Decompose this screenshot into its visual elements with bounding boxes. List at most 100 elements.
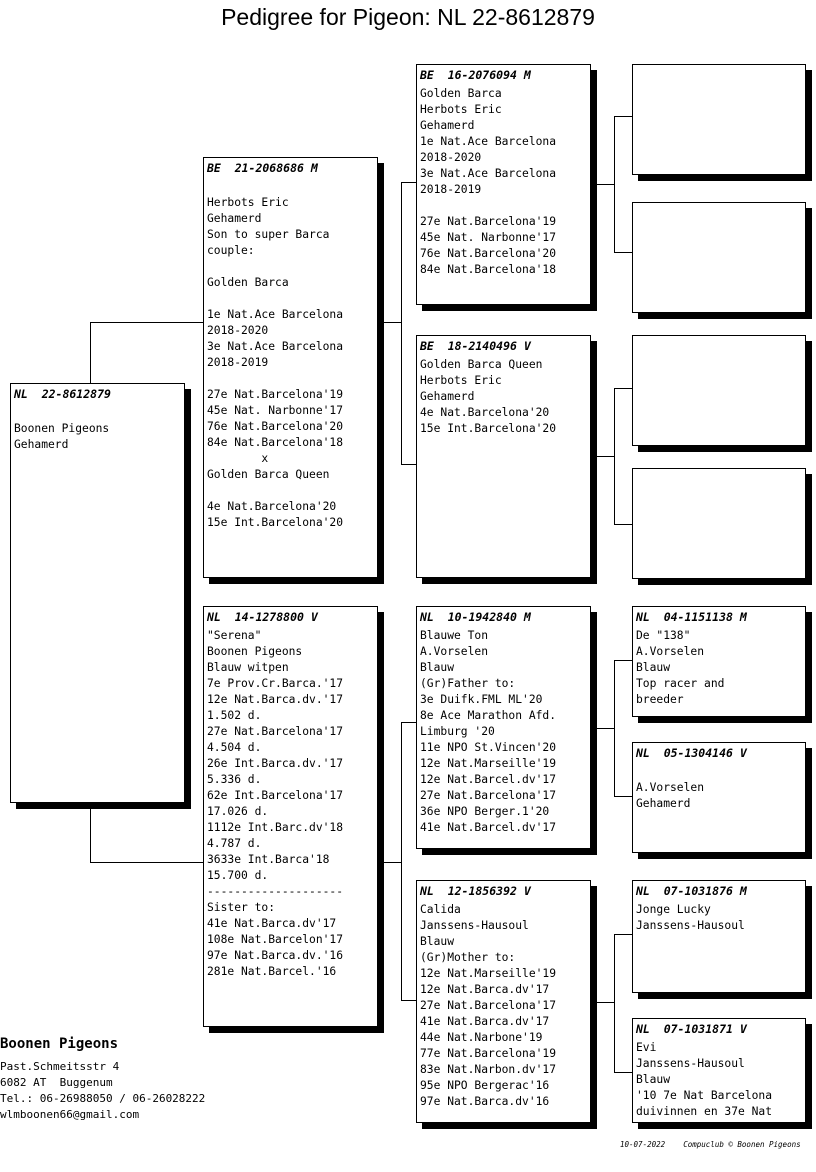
text-line: Evi (636, 1041, 657, 1054)
text-line: A.Vorselen (636, 781, 705, 794)
text-line (14, 405, 182, 421)
ggp-box-1 (632, 64, 806, 175)
text-line: Blauw (420, 661, 455, 674)
text-line: 77e Nat.Barcelona'19 (420, 1047, 557, 1060)
text-line: A.Vorselen (636, 645, 705, 658)
text-line: 45e Nat. Narbonne'17 (420, 231, 557, 244)
ggp-box-4 (632, 468, 806, 579)
text-line (207, 179, 375, 195)
text-line: 84e Nat.Barcelona'18 (420, 263, 557, 276)
text-line: Herbots Eric (207, 196, 289, 209)
text-line: Golden Barca (207, 276, 289, 289)
text-line: Gehamerd (14, 438, 69, 451)
text-line: 2018-2020 (420, 151, 482, 164)
text-line: Golden Barca Queen (207, 468, 330, 481)
text-line: 6082 AT Buggenum (0, 1076, 113, 1089)
text-line: 1112e Int.Barc.dv'18 (207, 821, 344, 834)
text-line: 1.502 d. (207, 709, 262, 722)
text-line: (Gr)Father to: (420, 677, 516, 690)
text-line: Blauw (636, 1073, 671, 1086)
text-line: Janssens-Hausoul (636, 1057, 745, 1070)
text-line: 3e Nat.Ace Barcelona (207, 340, 344, 353)
text-line: 97e Nat.Barca.dv'16 (420, 1095, 550, 1108)
text-line: breeder (636, 693, 684, 706)
text-line: Blauwe Ton (420, 629, 489, 642)
ring-number: BE 18-2140496 V (420, 339, 531, 353)
text-line: Gehamerd (207, 212, 262, 225)
text-line: 83e Nat.Narbon.dv'17 (420, 1063, 557, 1076)
text-line: 12e Nat.Barca.dv'17 (420, 983, 550, 996)
text-line: 1e Nat.Ace Barcelona (207, 308, 344, 321)
text-line: Golden Barca Queen (420, 358, 543, 371)
text-line: 62e Int.Barcelona'17 (207, 789, 344, 802)
ring-number: NL 22-8612879 (14, 387, 111, 401)
text-line: x (207, 452, 269, 465)
text-line: 5.336 d. (207, 773, 262, 786)
text-line: 27e Nat.Barcelona'17 (207, 725, 344, 738)
text-line: Herbots Eric (420, 374, 502, 387)
text-line: Boonen Pigeons (207, 645, 303, 658)
text-line: Calida (420, 903, 461, 916)
text-line: Gehamerd (636, 797, 691, 810)
text-line (207, 483, 375, 499)
text-line: 281e Nat.Barcel.'16 (207, 965, 337, 978)
ring-number: NL 07-1031871 V (636, 1022, 747, 1036)
text-line: 3633e Int.Barca'18 (207, 853, 330, 866)
text-line: 12e Nat.Marseille'19 (420, 967, 557, 980)
text-line: 1e Nat.Ace Barcelona (420, 135, 557, 148)
text-line: wlmboonen66@gmail.com (0, 1108, 140, 1121)
text-line: 3e Duifk.FML ML'20 (420, 693, 543, 706)
text-line: 26e Int.Barca.dv.'17 (207, 757, 344, 770)
text-line: couple: (207, 244, 255, 257)
text-line: 27e Nat.Barcelona'19 (420, 215, 557, 228)
text-line: 27e Nat.Barcelona'19 (207, 388, 344, 401)
text-line: 36e NPO Berger.1'20 (420, 805, 550, 818)
text-line: 12e Nat.Marseille'19 (420, 757, 557, 770)
text-line: Blauw (636, 661, 671, 674)
text-line: Top racer and (636, 677, 725, 690)
text-line (207, 259, 375, 275)
text-line: Tel.: 06-26988050 / 06-26028222 (0, 1092, 206, 1105)
text-line: 76e Nat.Barcelona'20 (420, 247, 557, 260)
text-line: Sister to: (207, 901, 276, 914)
ring-number: BE 21-2068686 M (207, 161, 318, 175)
text-line: 45e Nat. Narbonne'17 (207, 404, 344, 417)
text-line: -------------------- (207, 885, 344, 898)
text-line: 11e NPO St.Vincen'20 (420, 741, 557, 754)
text-line: Gehamerd (420, 119, 475, 132)
text-line: Janssens-Hausoul (636, 919, 745, 932)
text-line: 15e Int.Barcelona'20 (420, 422, 557, 435)
footer-credit: 10-07-2022 Compuclub © Boonen Pigeons (620, 1140, 801, 1149)
text-line: 7e Prov.Cr.Barca.'17 (207, 677, 344, 690)
text-line: 8e Ace Marathon Afd. (420, 709, 557, 722)
text-line: Janssens-Hausoul (420, 919, 529, 932)
text-line: '10 7e Nat Barcelona (636, 1089, 773, 1102)
text-line: 4.504 d. (207, 741, 262, 754)
text-line: A.Vorselen (420, 645, 489, 658)
text-line: "Serena" (207, 629, 262, 642)
text-line: 4e Nat.Barcelona'20 (207, 500, 337, 513)
text-line: 15.700 d. (207, 869, 269, 882)
ggp-box-3 (632, 335, 806, 446)
text-line: 97e Nat.Barca.dv.'16 (207, 949, 344, 962)
text-line: 108e Nat.Barcelon'17 (207, 933, 344, 946)
text-line: 2018-2020 (207, 324, 269, 337)
text-line: Blauw (420, 935, 455, 948)
